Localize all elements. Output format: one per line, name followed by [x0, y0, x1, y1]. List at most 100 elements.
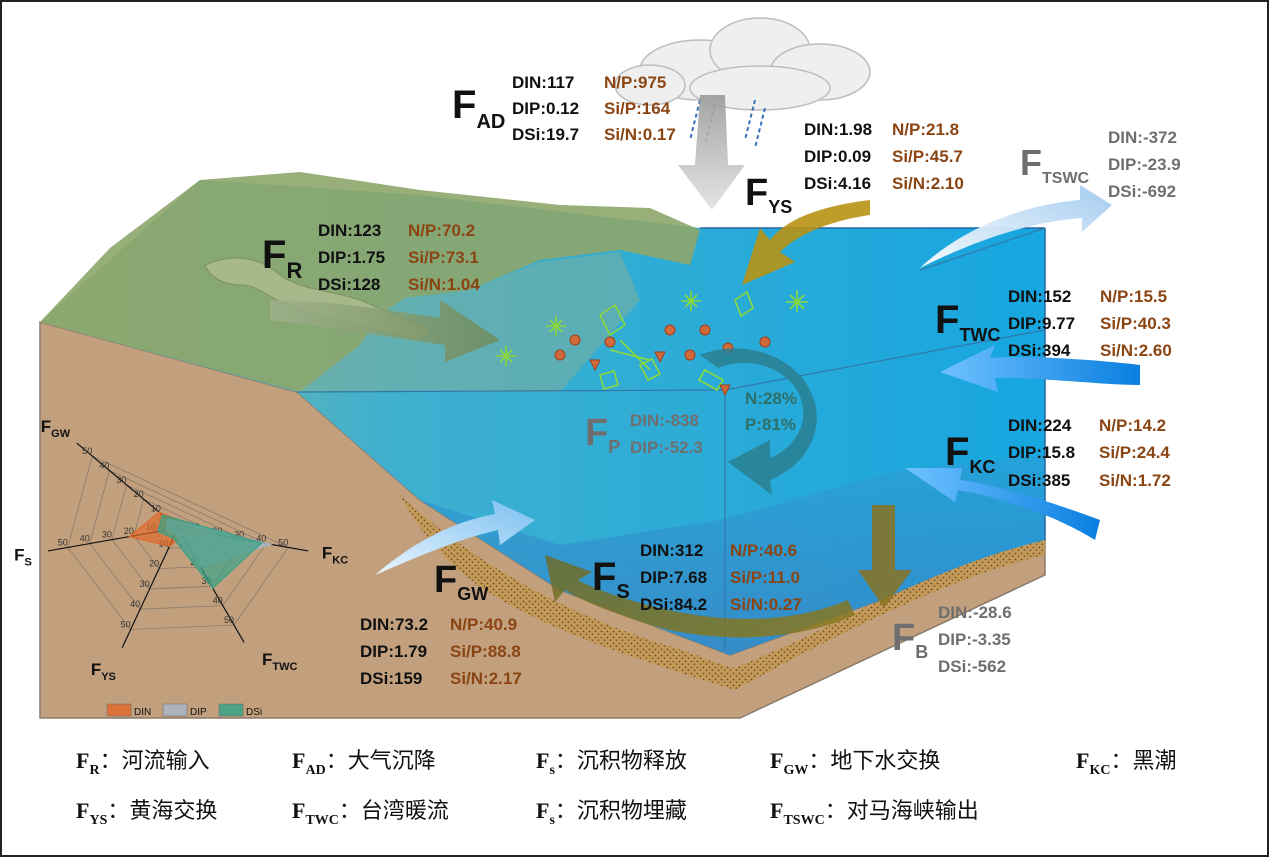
fkc-dip: DIP:15.8	[1008, 443, 1075, 462]
ftswc-symbol: FTSWC	[1020, 142, 1090, 187]
fr-dsi: DSi:128	[318, 275, 380, 294]
radar-legend-label: DIN	[134, 707, 151, 718]
radar-axis-label: FYS	[91, 660, 116, 683]
fys-sin: Si/N:2.10	[892, 174, 964, 193]
legend-item: FAD：大气沉降	[292, 748, 436, 778]
radar-grid-ring	[111, 484, 245, 590]
legend-item: FTSWC：对马海峡输出	[770, 798, 979, 828]
fad-din: DIN:117	[512, 73, 574, 92]
ftswc-dsi: DSi:-692	[1108, 182, 1176, 201]
fs-dsi: DSi:84.2	[640, 595, 707, 614]
fad-np: N/P:975	[604, 73, 666, 92]
fgw-sin: Si/N:2.17	[450, 669, 522, 688]
fr-sip: Si/P:73.1	[408, 248, 479, 267]
radar-axis	[121, 527, 179, 649]
fs-sin: Si/N:0.27	[730, 595, 802, 614]
fgw-np: N/P:40.9	[450, 615, 517, 634]
legend-item: FYS：黄海交换	[76, 798, 217, 828]
fad-sip: Si/P:164	[604, 99, 671, 118]
recycling-arrow	[700, 348, 817, 495]
atmospheric-deposition-arrow	[678, 95, 745, 210]
fys-dip: DIP:0.09	[804, 147, 871, 166]
fkc-din: DIN:224	[1008, 416, 1072, 435]
fad-symbol: FAD	[452, 83, 505, 133]
radar-grid-ring	[89, 469, 267, 610]
radar-tick-label: 50	[121, 620, 131, 630]
flux-label-fb: FB DIN:-28.6 DIP:-3.35 DSi:-562	[892, 603, 1012, 676]
radar-grid-ring	[67, 455, 289, 630]
groundwater-exchange-arrow	[375, 500, 535, 575]
radar-tick-label: 20	[134, 489, 144, 499]
legend-item: FKC：黑潮	[1076, 748, 1176, 778]
taiwan-warm-current-arrow	[940, 345, 1140, 392]
radar-legend-swatch	[106, 703, 132, 717]
radar-chart: 1020304050102030405010203040501020304050…	[14, 417, 348, 718]
recycle-p: P:81%	[745, 415, 796, 434]
radar-tick-label: 40	[256, 534, 266, 544]
plankton-icons	[496, 290, 808, 397]
fkc-np: N/P:14.2	[1099, 416, 1166, 435]
fr-np: N/P:70.2	[408, 221, 475, 240]
flux-label-fs: FS DIN:312 DIP:7.68 DSi:84.2 N/P:40.6 Si…	[592, 541, 802, 614]
radar-legend-swatch	[218, 703, 244, 717]
legend-item: FTWC：台湾暖流	[292, 798, 449, 828]
radar-tick-label: 30	[140, 579, 150, 589]
fr-dip: DIP:1.75	[318, 248, 385, 267]
flux-label-fp: FP DIN:-838 DIP:-52.3 N:28% P:81%	[585, 389, 797, 457]
fs-din: DIN:312	[640, 541, 703, 560]
radar-legend-label: DSi	[246, 707, 262, 718]
ftwc-symbol: FTWC	[935, 298, 1000, 345]
fys-din: DIN:1.98	[804, 120, 872, 139]
radar-tick-label: 40	[80, 534, 90, 544]
fad-dsi: DSi:19.7	[512, 125, 579, 144]
radar-tick-label: 50	[278, 537, 288, 547]
fr-symbol: FR	[262, 233, 302, 283]
fys-sip: Si/P:45.7	[892, 147, 963, 166]
radar-tick-label: 50	[224, 615, 234, 625]
yellow-sea-exchange-arrow	[742, 200, 870, 285]
flux-label-fgw: FGW DIN:73.2 DIP:1.79 DSi:159 N/P:40.9 S…	[360, 559, 522, 688]
ftswc-dip: DIP:-23.9	[1108, 155, 1181, 174]
ftwc-dsi: DSi:394	[1008, 341, 1071, 360]
radar-axis-label: FS	[14, 545, 32, 568]
fkc-symbol: FKC	[945, 430, 995, 477]
fgw-dip: DIP:1.79	[360, 642, 427, 661]
fp-symbol: FP	[585, 412, 620, 457]
fp-din: DIN:-838	[630, 411, 699, 430]
ftwc-dip: DIP:9.77	[1008, 314, 1075, 333]
fkc-sip: Si/P:24.4	[1099, 443, 1170, 462]
fys-np: N/P:21.8	[892, 120, 959, 139]
radar-tick-label: 30	[117, 475, 127, 485]
legend-item: Fs：沉积物释放	[536, 748, 687, 778]
legend-item: FGW：地下水交换	[770, 748, 940, 778]
radar-tick-label: 30	[234, 530, 244, 540]
radar-tick-label: 20	[149, 559, 159, 569]
fad-sin: Si/N:0.17	[604, 125, 676, 144]
coastal-land	[40, 172, 700, 392]
fys-symbol: FYS	[745, 172, 792, 217]
ftwc-np: N/P:15.5	[1100, 287, 1167, 306]
radar-legend-label: DIP	[190, 707, 207, 718]
radar-tick-label: 30	[102, 530, 112, 540]
radar-tick-label: 40	[213, 596, 223, 606]
fb-dip: DIP:-3.35	[938, 630, 1011, 649]
flux-label-ftwc: FTWC DIN:152 DIP:9.77 DSi:394 N/P:15.5 S…	[935, 287, 1172, 360]
radar-tick-label: 40	[99, 460, 109, 470]
fs-symbol: FS	[592, 555, 630, 603]
ftwc-din: DIN:152	[1008, 287, 1071, 306]
radar-axis-label: FGW	[41, 417, 71, 440]
fs-dip: DIP:7.68	[640, 568, 707, 587]
radar-tick-label: 50	[82, 446, 92, 456]
cloud-icon	[614, 17, 871, 111]
radar-legend-swatch	[162, 703, 188, 717]
fb-symbol: FB	[892, 617, 928, 662]
river-input-arrow	[270, 300, 500, 362]
radar-series-dsi	[157, 514, 264, 590]
ftwc-sin: Si/N:2.60	[1100, 341, 1172, 360]
radar-tick-label: 20	[124, 526, 134, 536]
sediment-layer	[400, 495, 1045, 690]
fr-sin: Si/N:1.04	[408, 275, 480, 294]
kuroshio-arrow	[905, 468, 1100, 540]
recycle-n: N:28%	[745, 389, 797, 408]
